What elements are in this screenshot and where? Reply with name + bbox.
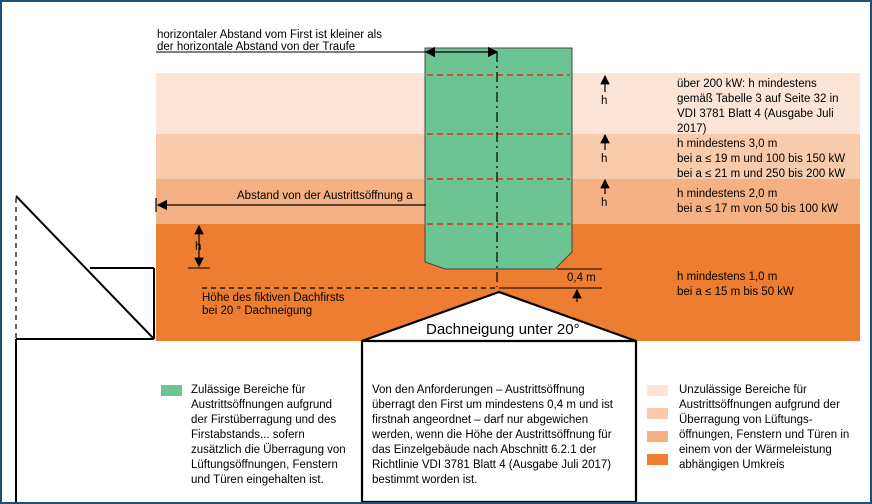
roof-label: Dachneigung unter 20° (426, 321, 580, 338)
top-note-line2: der horizontale Abstand von der Traufe (157, 41, 355, 53)
h-label-1: h (601, 95, 607, 107)
zone-text-mid2: h mindestens 2,0 m bei a ≤ 17 m von 50 b… (677, 188, 839, 215)
legend-middle-text: Von den Anforderungen – Austrittsöffnung… (372, 384, 613, 486)
legend-swatch-bottom (647, 454, 668, 465)
legend-swatch-green (161, 385, 182, 396)
left-building (15, 195, 155, 502)
zone-text-top: über 200 kW: h mindestens gemäß Tabelle … (677, 78, 839, 135)
zone-text-mid1: h mindestens 3,0 m bei a ≤ 19 m und 100 … (677, 138, 846, 180)
abstand-label: Abstand von der Austrittsöffnung a (237, 190, 413, 202)
left-h-label: h (195, 241, 201, 253)
legend-green-text: Zulässige Bereiche für Austrittsöffnunge… (191, 384, 346, 486)
threshold-dashes (427, 74, 570, 225)
allowed-area (424, 47, 573, 270)
roof-building (360, 290, 638, 502)
legend-orange-text: Unzulässige Bereiche für Austrittsöffnun… (679, 384, 850, 471)
legend-swatch-mid1 (647, 408, 668, 419)
top-note-line1: horizontaler Abstand vom First ist klein… (157, 29, 382, 41)
zone-text-bottom: h mindestens 1,0 m bei a ≤ 15 m bis 50 k… (677, 271, 794, 298)
h-label-2: h (601, 153, 607, 165)
fictive-label-line2: bei 20 ° Dachneigung (202, 305, 312, 317)
dim-04-label: 0,4 m (567, 272, 596, 284)
legend-swatch-top (647, 385, 668, 396)
h-label-3: h (601, 197, 607, 209)
fictive-label-line1: Höhe des fiktiven Dachfirsts (202, 292, 345, 304)
legend-swatch-mid2 (647, 431, 668, 442)
